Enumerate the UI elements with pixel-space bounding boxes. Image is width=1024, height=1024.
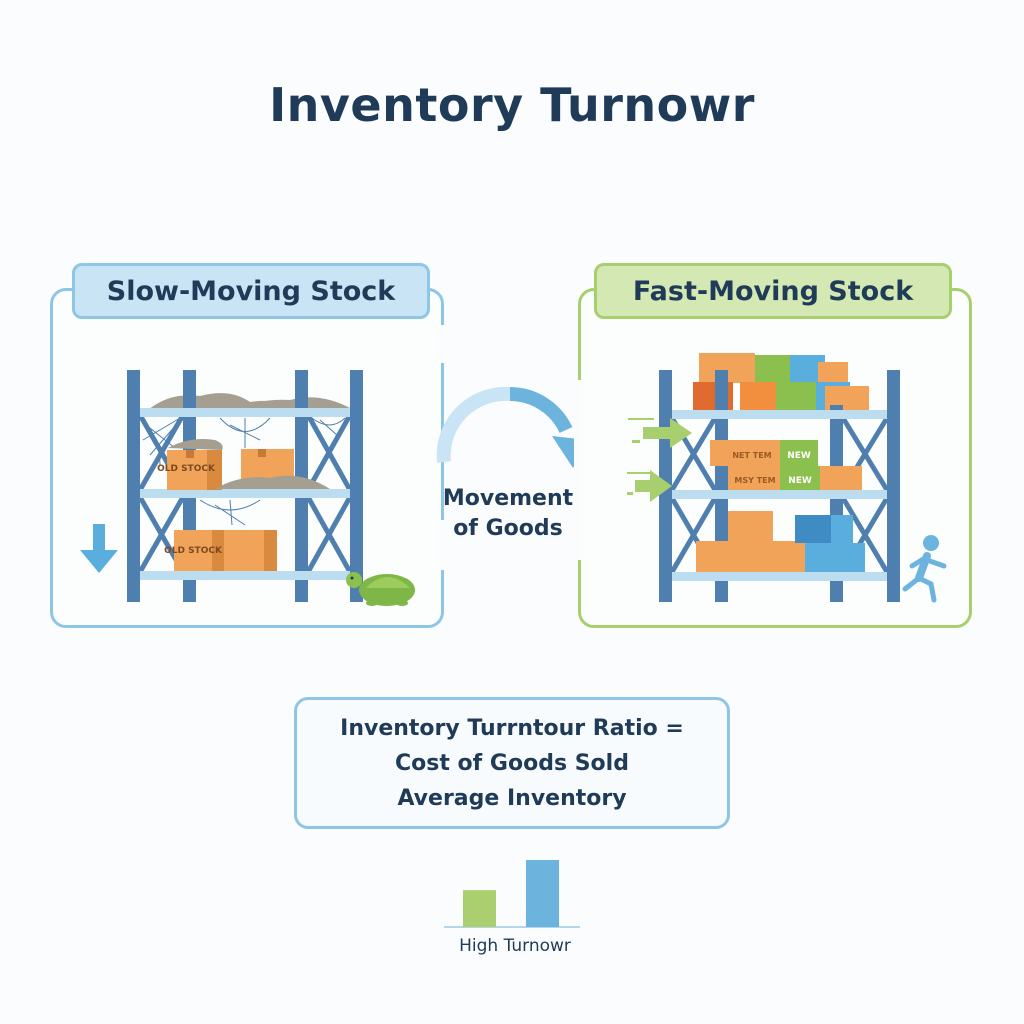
box xyxy=(780,440,818,466)
slow-moving-heading: Slow-Moving Stock xyxy=(72,263,430,319)
dust-pile-icon xyxy=(215,475,330,489)
rack-upright xyxy=(127,370,140,602)
shelf xyxy=(140,408,350,417)
box xyxy=(820,466,862,490)
box xyxy=(728,466,780,490)
box xyxy=(780,466,820,490)
high-turnover-label: High Turnowr xyxy=(459,936,571,956)
svg-text:MSY TEM: MSY TEM xyxy=(734,476,775,485)
turtle-icon xyxy=(346,572,415,606)
running-person-icon xyxy=(902,535,947,603)
shelf xyxy=(672,410,887,419)
turnover-formula-box: Inventory Turrntour Ratio = Cost of Good… xyxy=(294,697,730,829)
old-stock-box: OLD STOCK xyxy=(164,530,277,571)
shelf xyxy=(672,490,887,499)
shelf xyxy=(140,489,350,498)
movement-label-line1: Movement xyxy=(442,486,574,511)
cobweb-icon xyxy=(142,417,346,526)
bar-low xyxy=(463,890,496,927)
box xyxy=(710,440,780,466)
shelf xyxy=(140,571,350,580)
box xyxy=(241,449,294,481)
bar-high xyxy=(526,860,559,927)
old-stock-box: OLD STOCK xyxy=(157,439,223,490)
movement-of-goods-label: Movement of Goods xyxy=(430,484,586,544)
rack-upright xyxy=(350,370,363,602)
incoming-arrow-icon xyxy=(627,418,692,502)
box xyxy=(805,543,865,572)
svg-text:OLD STOCK: OLD STOCK xyxy=(164,546,223,556)
box xyxy=(696,541,806,572)
box xyxy=(728,511,773,543)
panel-gap xyxy=(438,520,446,570)
panel-gap xyxy=(438,325,446,363)
fast-moving-heading: Fast-Moving Stock xyxy=(594,263,952,319)
svg-text:NEW: NEW xyxy=(787,451,811,461)
formula-line-ratio: Inventory Turrntour Ratio = xyxy=(340,715,684,741)
formula-line-numerator: Cost of Goods Sold xyxy=(395,750,629,776)
shelf xyxy=(672,572,887,581)
box xyxy=(740,382,782,410)
svg-text:NET TEM: NET TEM xyxy=(732,451,771,460)
formula-line-denominator: Average Inventory xyxy=(397,785,627,811)
box xyxy=(795,515,831,543)
box xyxy=(755,355,790,383)
svg-text:OLD STOCK: OLD STOCK xyxy=(157,464,216,474)
down-arrow-icon xyxy=(80,524,118,573)
dust-pile-icon xyxy=(235,397,350,410)
panel-gap xyxy=(574,380,582,560)
box xyxy=(776,382,816,410)
rack-upright xyxy=(887,370,900,602)
movement-label-line2: of Goods xyxy=(453,516,563,541)
svg-text:NEW: NEW xyxy=(788,476,812,486)
box xyxy=(831,515,853,543)
page-title: Inventory Turnowr xyxy=(269,78,755,132)
box xyxy=(818,362,848,384)
